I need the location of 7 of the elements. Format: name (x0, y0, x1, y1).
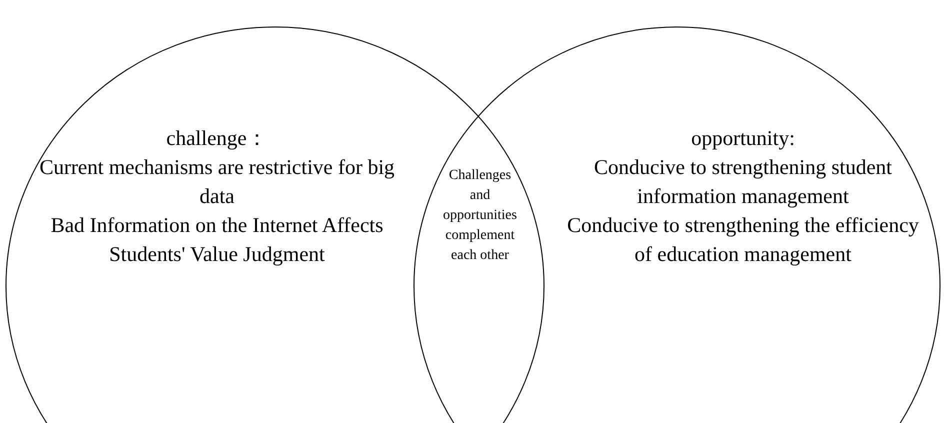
overlap-text: Challenges and opportunities complement each other (442, 167, 518, 265)
body-text: Conducive to strengthening student information management (592, 154, 894, 210)
heading-text: opportunity: (690, 125, 796, 152)
body-text: Current mechanisms are restrictive for big data (38, 154, 396, 210)
body-text: Bad Information on the Internet Affects Students' Value Judgment (50, 212, 384, 268)
body-text: Conducive to strengthening the efficiency of education management (566, 212, 920, 268)
heading-text: challenge： (165, 125, 269, 152)
